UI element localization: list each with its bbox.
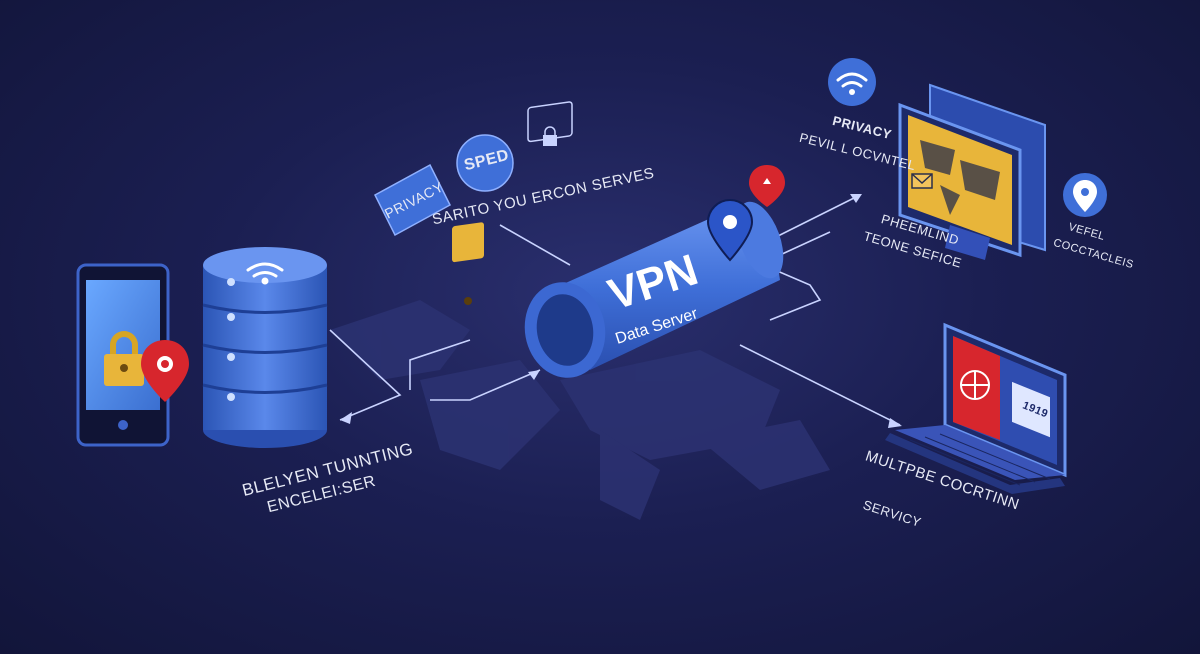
location-pin-icon-top <box>749 165 785 207</box>
speed-badge <box>456 134 514 192</box>
world-map-background <box>330 300 830 520</box>
world-map-icon <box>920 140 1000 215</box>
privacy-badge <box>374 163 451 237</box>
lock-card <box>527 101 573 146</box>
lock-icon-tablet <box>104 331 144 386</box>
globe-icon <box>960 370 990 400</box>
wifi-icon-badge <box>828 58 876 106</box>
location-pin-icon-tunnel <box>706 198 754 262</box>
wifi-icon-server <box>246 262 284 285</box>
monitor-device <box>898 83 1046 260</box>
location-pin-icon-right <box>1063 173 1107 217</box>
lock-icon-small <box>452 222 484 305</box>
server-stack <box>202 247 328 448</box>
connector-lines <box>329 194 902 428</box>
laptop-device <box>885 322 1067 494</box>
location-pin-icon-tablet <box>141 340 189 402</box>
envelope-icon <box>911 173 933 189</box>
